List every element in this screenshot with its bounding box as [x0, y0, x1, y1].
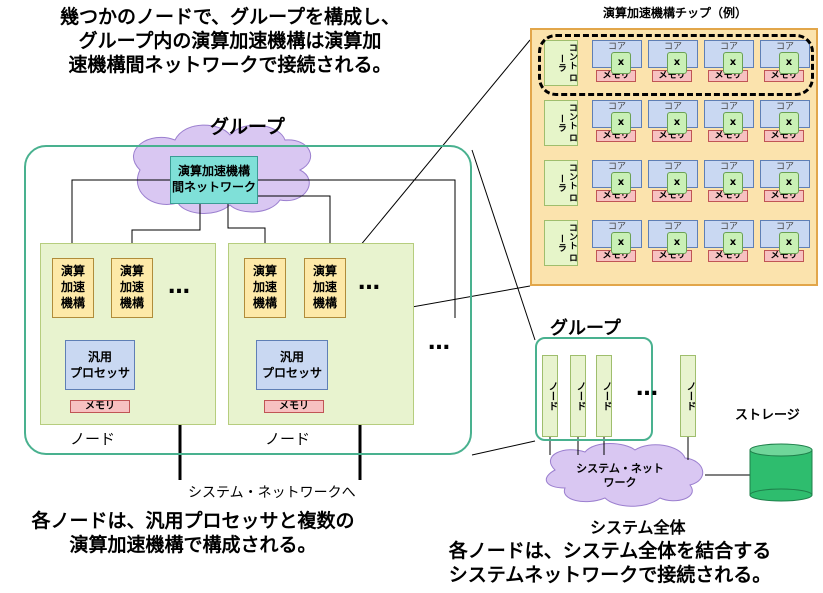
system-network-label: システム・ネット ワーク	[576, 462, 664, 489]
system-network-cloud	[545, 443, 703, 507]
small-group-box	[535, 337, 653, 441]
accelerator: 演算 加速 機構	[52, 258, 94, 318]
chip-switch: x	[723, 52, 743, 74]
vertical-node: ノード	[680, 355, 696, 437]
storage-label: ストレージ	[735, 408, 800, 423]
group2-title: グループ	[550, 318, 621, 339]
ellipsis: …	[636, 376, 660, 401]
cpu: 汎用 プロセッサ	[256, 340, 328, 390]
chip-switch: x	[667, 172, 687, 194]
vertical-node: ノード	[570, 355, 586, 437]
chip-switch: x	[779, 52, 799, 74]
cpu: 汎用 プロセッサ	[65, 340, 135, 390]
ellipsis: …	[168, 274, 192, 299]
chip-controller: コント ローラ	[544, 220, 578, 266]
right-caption: 各ノードは、システム全体を結合する システムネットワークで接続される。	[448, 540, 772, 586]
node-label: ノード	[265, 430, 311, 448]
chip-switch: x	[723, 232, 743, 254]
chip-switch: x	[779, 112, 799, 134]
chip-switch: x	[723, 112, 743, 134]
chip-switch: x	[779, 232, 799, 254]
vertical-node: ノード	[542, 355, 558, 437]
chip-switch: x	[611, 52, 631, 74]
accelerator-network-box: 演算加速機構 間ネットワーク	[170, 156, 258, 204]
chip-controller: コント ローラ	[544, 100, 578, 146]
system-all-label: システム全体	[590, 518, 686, 537]
ellipsis: …	[358, 270, 382, 295]
accelerator: 演算 加速 機構	[244, 258, 286, 318]
group-title: グループ	[210, 116, 285, 138]
vertical-node: ノード	[596, 355, 612, 437]
chip-switch: x	[723, 172, 743, 194]
ellipsis: …	[428, 330, 452, 355]
top-caption: 幾つかのノードで、グループを構成し、 グループ内の演算加速機構は演算加 速機構間…	[59, 6, 401, 76]
chip-switch: x	[667, 232, 687, 254]
system-network-arrow-label: システム・ネットワークへ	[188, 485, 356, 501]
chip-switch: x	[611, 112, 631, 134]
chip-switch: x	[611, 172, 631, 194]
group-box	[24, 145, 472, 455]
accelerator: 演算 加速 機構	[111, 258, 153, 318]
accelerator: 演算 加速 機構	[304, 258, 346, 318]
chip-switch: x	[611, 232, 631, 254]
storage-cylinder	[749, 443, 813, 502]
chip-switch: x	[667, 112, 687, 134]
node-label: ノード	[70, 430, 116, 448]
memory: メモリ	[70, 400, 130, 413]
chip-controller: コント ローラ	[544, 160, 578, 206]
chip-switch: x	[779, 172, 799, 194]
left-caption: 各ノードは、汎用プロセッサと複数の 演算加速機構で構成される。	[31, 510, 355, 556]
chip-switch: x	[667, 52, 687, 74]
memory: メモリ	[264, 400, 324, 413]
chip-title: 演算加速機構チップ（例）	[602, 6, 747, 20]
chip-row-highlight	[538, 34, 814, 96]
